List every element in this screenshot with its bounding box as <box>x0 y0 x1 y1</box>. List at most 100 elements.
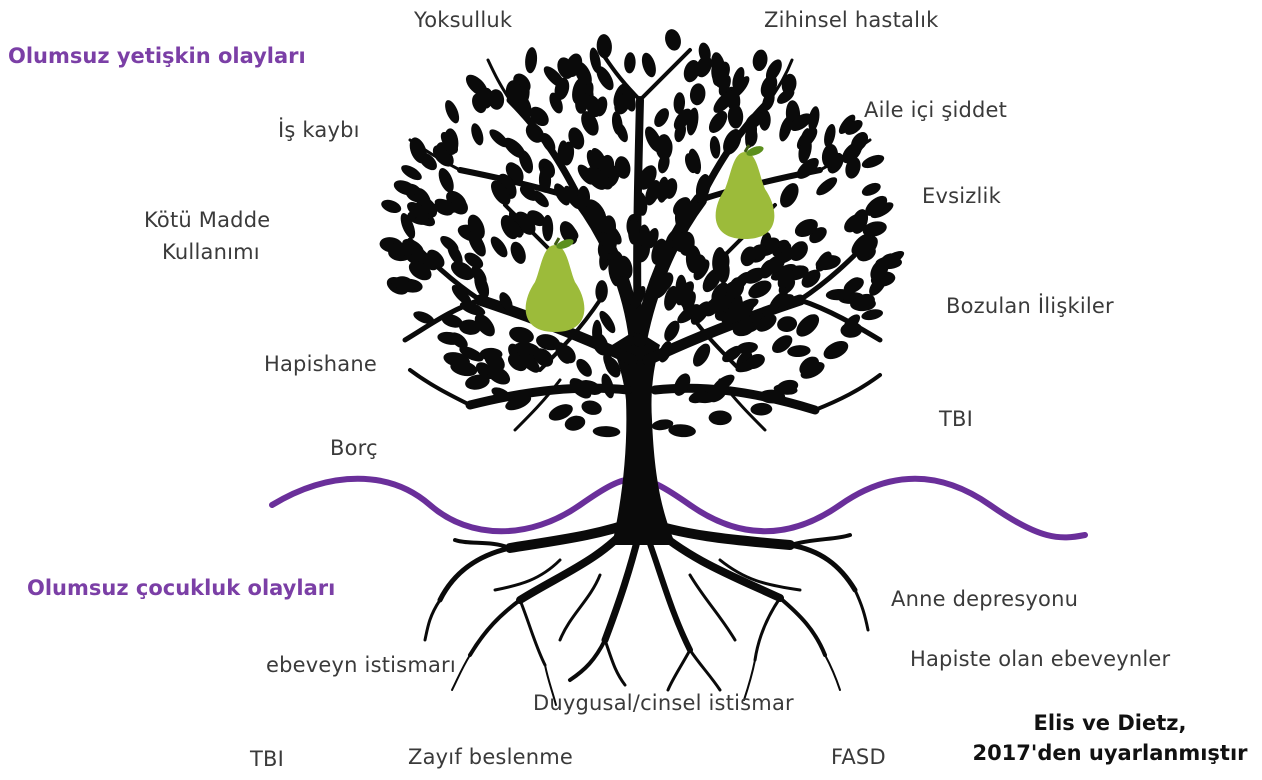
leaf <box>777 88 795 104</box>
label-fasd: FASD <box>831 745 886 769</box>
leaf <box>756 314 777 332</box>
leaf <box>861 182 881 196</box>
tree-leaves <box>379 29 905 438</box>
leaf <box>780 183 799 208</box>
leaf <box>844 213 864 233</box>
leaf <box>654 108 669 128</box>
leaf <box>683 60 700 83</box>
leaf <box>661 138 673 160</box>
leaf <box>568 127 585 150</box>
leaf <box>796 314 820 337</box>
leaf <box>581 400 602 415</box>
leaf <box>491 387 511 401</box>
leaf <box>688 148 702 175</box>
leaf <box>554 183 570 206</box>
leaf <box>825 288 851 301</box>
leaf <box>486 365 511 385</box>
leaf <box>413 311 435 324</box>
leaf <box>736 342 758 354</box>
leaf <box>657 176 669 203</box>
leaf <box>390 278 415 291</box>
leaf <box>474 272 490 299</box>
leaf <box>592 319 603 346</box>
leaf <box>407 201 430 221</box>
leaf <box>865 195 888 216</box>
leaf <box>730 76 750 99</box>
leaf <box>557 57 574 79</box>
leaf <box>735 359 759 373</box>
leaf <box>581 111 599 136</box>
leaf <box>646 228 659 249</box>
leaf <box>450 332 468 349</box>
leaf <box>787 345 811 358</box>
leaf <box>673 197 691 216</box>
leaf <box>740 246 757 267</box>
child-events-heading: Olumsuz çocukluk olayları <box>27 576 336 600</box>
leaf <box>824 123 836 148</box>
leaf <box>472 93 487 114</box>
leaf <box>657 250 674 270</box>
leaf <box>851 233 872 255</box>
leaf <box>777 316 798 332</box>
leaf <box>692 343 711 367</box>
leaf <box>381 199 402 213</box>
leaf <box>402 238 424 256</box>
leaf <box>800 361 825 379</box>
leaf <box>400 213 416 239</box>
leaf <box>564 185 581 210</box>
leaf <box>708 111 728 133</box>
leaf <box>490 236 508 258</box>
leaf <box>595 96 608 117</box>
leaf <box>527 210 546 227</box>
leaf <box>577 185 591 207</box>
leaf <box>668 424 696 438</box>
leaf <box>596 34 612 59</box>
label-mental-illness: Zihinsel hastalık <box>764 8 939 32</box>
leaf <box>438 168 454 193</box>
label-homelessness: Evsizlik <box>922 184 1001 208</box>
leaf <box>711 52 726 80</box>
leaf <box>790 113 812 132</box>
leaf <box>596 66 614 91</box>
leaf <box>576 358 592 377</box>
leaf <box>489 129 509 148</box>
leaf <box>507 219 523 238</box>
leaf <box>434 198 458 213</box>
leaf <box>578 380 602 395</box>
leaf <box>589 47 601 74</box>
label-tbi-adult: TBI <box>939 407 974 431</box>
source-credit: Elis ve Dietz, 2017'den uyarlanmıştır <box>960 708 1260 769</box>
leaf <box>673 373 691 396</box>
leaf <box>823 341 849 360</box>
tree-roots <box>423 515 870 706</box>
label-domestic-violence: Aile içi şiddet <box>864 98 1008 122</box>
leaf <box>447 242 463 266</box>
leaf <box>658 340 672 363</box>
leaf <box>628 218 640 245</box>
leaf <box>752 49 768 72</box>
leaf <box>821 143 839 169</box>
leaf <box>548 404 573 421</box>
leaf <box>499 292 513 311</box>
leaf <box>509 163 524 184</box>
leaf <box>658 238 673 263</box>
leaf <box>533 348 554 367</box>
leaf <box>614 156 631 179</box>
leaf <box>743 267 766 284</box>
leaf <box>789 241 808 262</box>
leaf <box>664 320 680 342</box>
leaf <box>689 83 706 106</box>
label-prison: Hapishane <box>264 352 377 376</box>
leaf <box>855 293 875 309</box>
leaf <box>516 94 532 120</box>
leaf <box>762 91 775 111</box>
leaf <box>777 268 794 289</box>
credit-line1: Elis ve Dietz, <box>1033 711 1187 735</box>
leaf <box>608 259 620 287</box>
leaf <box>586 199 607 224</box>
leaf <box>441 314 463 328</box>
leaf <box>393 180 417 196</box>
leaf <box>418 152 437 171</box>
label-maternal-depression: Anne depresyonu <box>891 587 1079 611</box>
